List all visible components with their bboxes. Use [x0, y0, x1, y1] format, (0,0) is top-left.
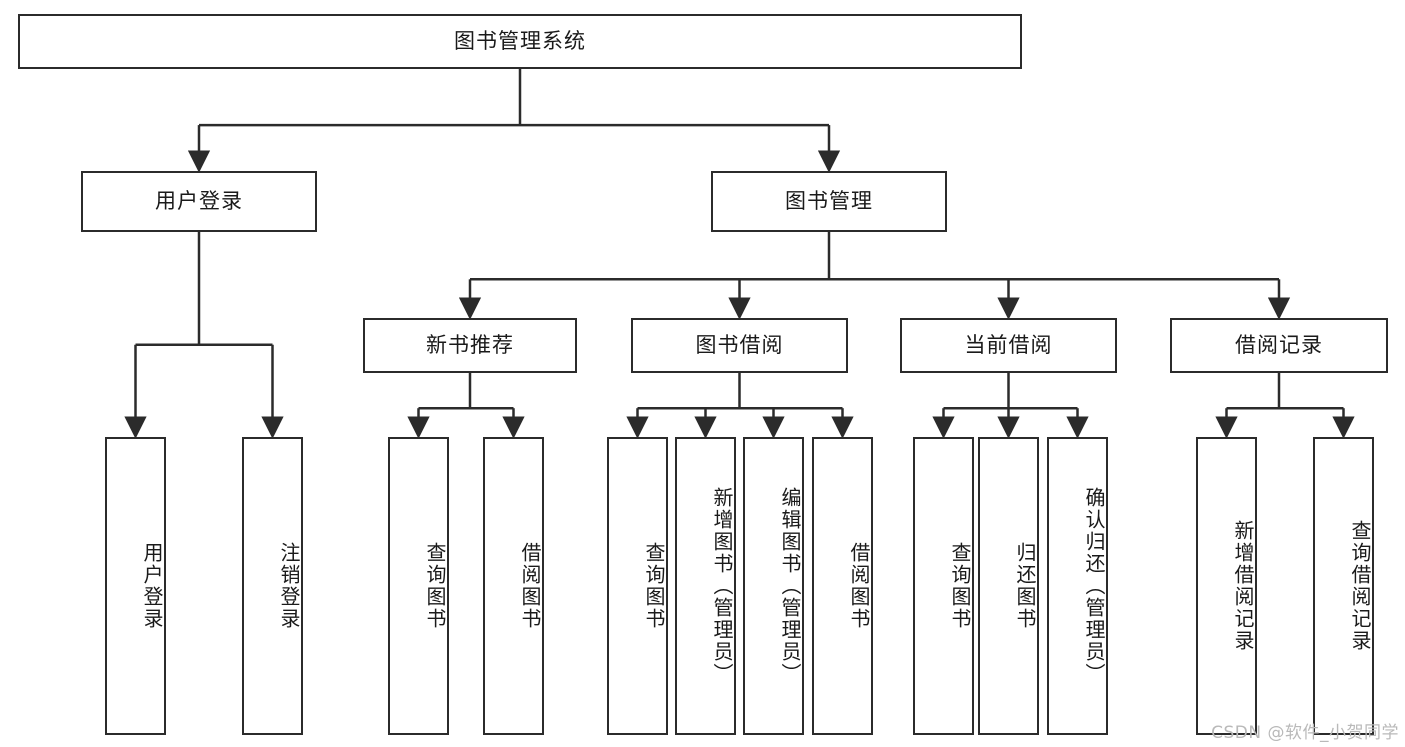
node-label: 用户登录 — [155, 188, 243, 213]
node-label: 确认归还（管理员） — [1082, 487, 1106, 685]
node-label: 图书借阅 — [695, 332, 784, 357]
node-leaf-query-record[interactable]: 查询借阅记录 — [1313, 437, 1374, 735]
node-leaf-query-book-2[interactable]: 查询图书 — [607, 437, 668, 735]
node-leaf-query-book-3[interactable]: 查询图书 — [913, 437, 974, 735]
node-leaf-confirm-return[interactable]: 确认归还（管理员） — [1047, 437, 1108, 735]
node-label: 借阅记录 — [1235, 332, 1323, 357]
node-label: 编辑图书（管理员） — [778, 487, 802, 685]
node-leaf-logout[interactable]: 注销登录 — [242, 437, 303, 735]
node-label: 用户登录 — [140, 542, 164, 630]
node-label: 新书推荐 — [426, 332, 514, 357]
node-leaf-add-book[interactable]: 新增图书（管理员） — [675, 437, 736, 735]
node-label: 查询图书 — [642, 542, 666, 630]
node-book-manage[interactable]: 图书管理 — [711, 171, 947, 232]
node-new-book-rec[interactable]: 新书推荐 — [363, 318, 577, 373]
node-leaf-return-book[interactable]: 归还图书 — [978, 437, 1039, 735]
node-root[interactable]: 图书管理系统 — [18, 14, 1022, 69]
node-label: 当前借阅 — [964, 332, 1053, 357]
node-leaf-borrow-book-1[interactable]: 借阅图书 — [483, 437, 544, 735]
node-label: 新增图书（管理员） — [710, 487, 734, 685]
node-current-borrow[interactable]: 当前借阅 — [900, 318, 1117, 373]
node-label: 图书管理 — [785, 188, 873, 213]
node-leaf-add-record[interactable]: 新增借阅记录 — [1196, 437, 1257, 735]
node-label: 注销登录 — [277, 542, 301, 630]
node-user-login[interactable]: 用户登录 — [81, 171, 317, 232]
node-leaf-user-login[interactable]: 用户登录 — [105, 437, 166, 735]
node-label: 借阅图书 — [847, 542, 871, 630]
node-leaf-borrow-book-2[interactable]: 借阅图书 — [812, 437, 873, 735]
node-label: 新增借阅记录 — [1231, 520, 1255, 652]
node-label: 查询借阅记录 — [1348, 520, 1372, 652]
node-label: 查询图书 — [948, 542, 972, 630]
node-book-borrow[interactable]: 图书借阅 — [631, 318, 848, 373]
node-label: 图书管理系统 — [454, 28, 586, 53]
node-borrow-record[interactable]: 借阅记录 — [1170, 318, 1388, 373]
node-label: 查询图书 — [423, 542, 447, 630]
node-label: 归还图书 — [1013, 542, 1037, 630]
node-leaf-edit-book[interactable]: 编辑图书（管理员） — [743, 437, 804, 735]
node-label: 借阅图书 — [518, 542, 542, 630]
node-leaf-query-book-1[interactable]: 查询图书 — [388, 437, 449, 735]
